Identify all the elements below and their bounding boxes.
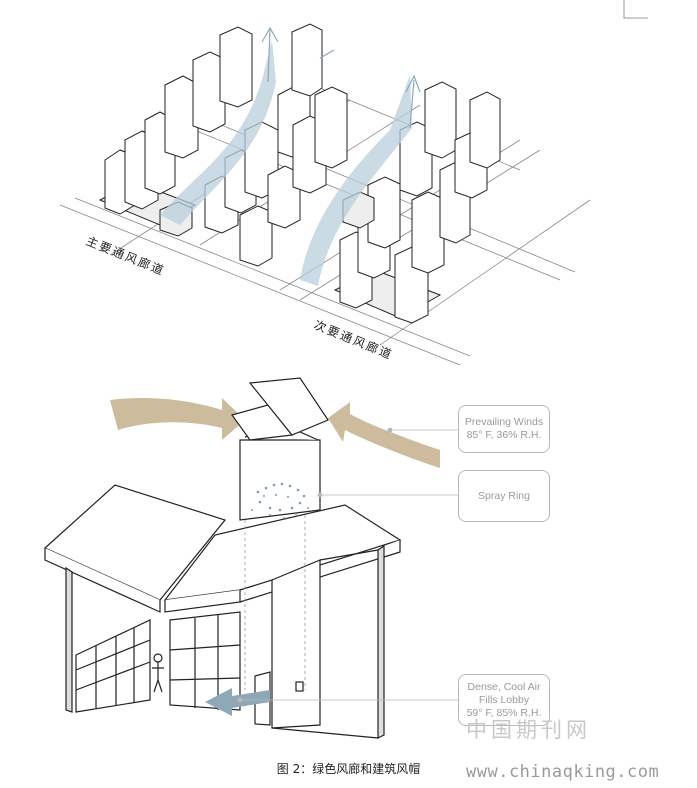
callout-line: Dense, Cool Air (467, 680, 541, 693)
cool-air-arrow (205, 688, 270, 716)
watermark-url: www.chinaqking.com (466, 762, 660, 782)
spray-ring-callout: Spray Ring (458, 470, 550, 522)
callout-line: 85° F, 36% R.H. (466, 429, 542, 441)
callout-leaders (237, 427, 458, 703)
cool-air-callout: Dense, Cool Air Fills Lobby 59° F, 85% R… (458, 674, 550, 726)
callout-line: Spray Ring (478, 489, 530, 502)
airflow-arrows (261, 26, 421, 129)
urban-ventilation-diagram (59, 0, 648, 366)
airflow-ribbons (160, 40, 412, 286)
callout-line: Prevailing Winds (464, 416, 544, 428)
watermark-text: 中国期刊网 (466, 718, 591, 742)
building-cluster-right (333, 81, 501, 324)
building-section (43, 377, 402, 739)
spray-ring-icon (251, 482, 309, 519)
callout-line: 59° F, 85% R.H. (466, 706, 542, 719)
callout-line: Fills Lobby (478, 693, 530, 706)
prevailing-winds-callout: Prevailing Winds 85° F, 36% R.H. (458, 405, 550, 453)
figure-caption: 图 2：绿色风廊和建筑风帽 (276, 762, 421, 776)
building-cluster-left (98, 23, 348, 267)
prevailing-wind-arrows (110, 398, 440, 468)
